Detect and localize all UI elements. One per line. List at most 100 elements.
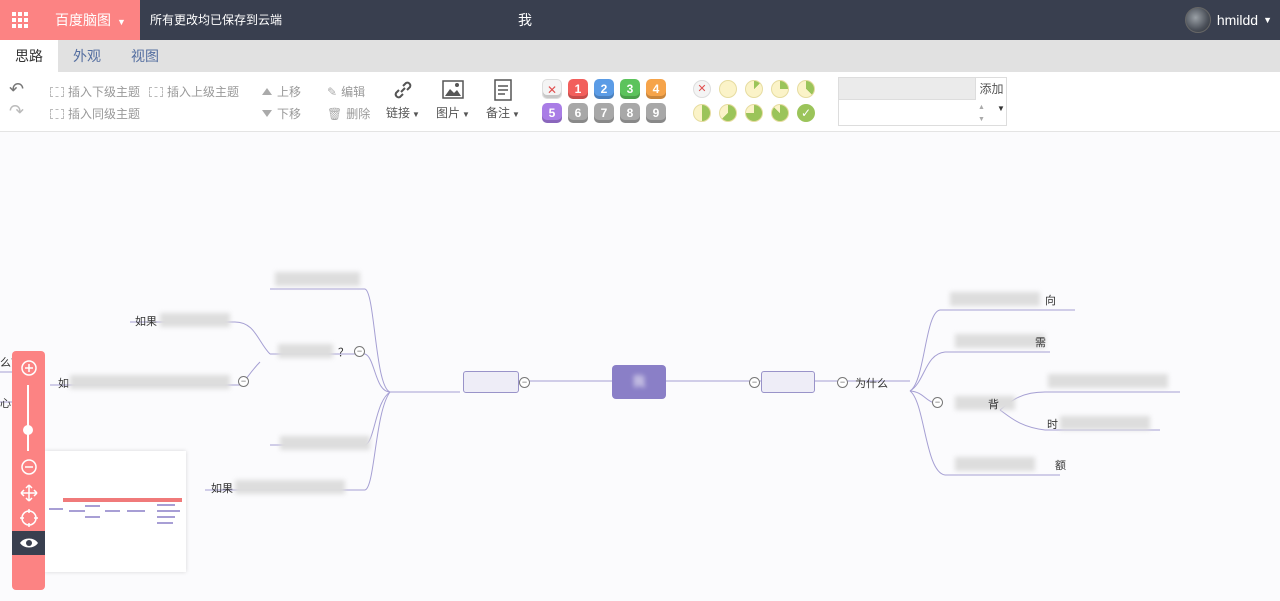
blurred-node[interactable]: [235, 480, 345, 494]
username: hmildd: [1216, 12, 1259, 28]
zoom-slider-thumb[interactable]: [23, 425, 33, 435]
node-if-2[interactable]: 如: [58, 378, 69, 390]
zoom-navigator: [12, 351, 45, 590]
insert-child-button[interactable]: 插入下级主题: [50, 83, 140, 100]
move-up-button[interactable]: 上移: [262, 83, 301, 100]
note-button[interactable]: 备注▼: [483, 78, 523, 121]
image-icon: [434, 78, 472, 102]
image-button[interactable]: 图片▼: [434, 78, 472, 121]
progress-2-icon[interactable]: [771, 80, 789, 98]
zoom-slider-track[interactable]: [27, 385, 29, 451]
save-status: 所有更改均已保存到云端: [150, 13, 283, 27]
insert-sibling-icon: [50, 108, 64, 119]
resource-list[interactable]: [839, 100, 984, 126]
progress-3-icon[interactable]: [797, 80, 815, 98]
node-background[interactable]: 背: [988, 399, 999, 411]
insert-sibling-button[interactable]: 插入同级主题: [50, 105, 140, 122]
insert-parent-icon: [149, 86, 163, 97]
edit-button[interactable]: ✎编辑: [327, 84, 366, 100]
blurred-node[interactable]: [1060, 416, 1150, 430]
collapse-toggle-icon[interactable]: −: [238, 376, 249, 387]
locate-root-button[interactable]: [12, 506, 45, 530]
blurred-node[interactable]: [160, 313, 230, 327]
root-node[interactable]: 我: [612, 365, 666, 399]
zoom-out-button[interactable]: [12, 455, 45, 479]
progress-0-icon[interactable]: [719, 80, 737, 98]
undo-icon[interactable]: ↶: [9, 79, 25, 99]
zoom-in-button[interactable]: [12, 356, 45, 380]
blurred-node[interactable]: [955, 457, 1035, 471]
resource-input[interactable]: [839, 78, 975, 100]
plus-circle-icon: [20, 360, 37, 376]
blurred-node[interactable]: [950, 292, 1040, 306]
resource-add-button[interactable]: 添加: [975, 78, 1007, 100]
caret-down-icon: ▼: [1263, 15, 1272, 25]
priority-7-button[interactable]: 7: [594, 103, 614, 123]
progress-6-icon[interactable]: [745, 104, 763, 122]
priority-1-button[interactable]: 1: [568, 79, 588, 99]
collapse-toggle-icon[interactable]: −: [749, 377, 760, 388]
tab-appearance[interactable]: 外观: [73, 48, 101, 64]
priority-8-button[interactable]: 8: [620, 103, 640, 123]
toggle-minimap-button[interactable]: [12, 531, 45, 555]
resource-scrollbar[interactable]: ▲ ▼: [978, 102, 986, 126]
node-if-1[interactable]: 如果: [135, 316, 157, 328]
node-question[interactable]: ？: [338, 347, 349, 359]
priority-3-button[interactable]: 3: [620, 79, 640, 99]
priority-9-button[interactable]: 9: [646, 103, 666, 123]
node-amount[interactable]: 额: [1055, 460, 1066, 472]
node-need[interactable]: 需: [1035, 337, 1046, 349]
collapse-toggle-icon[interactable]: −: [837, 377, 848, 388]
blurred-node[interactable]: [955, 396, 1015, 410]
node-edge-label-2[interactable]: 心: [0, 398, 11, 410]
progress-done-icon[interactable]: ✓: [797, 104, 815, 122]
apps-grid-button[interactable]: [0, 0, 40, 40]
progress-5-icon[interactable]: [719, 104, 737, 122]
blurred-node[interactable]: [1048, 374, 1168, 388]
move-down-button[interactable]: 下移: [262, 105, 301, 122]
caret-down-icon: ▼: [512, 110, 520, 119]
resource-dropdown-icon[interactable]: ▼: [997, 104, 1005, 113]
collapse-toggle-icon[interactable]: −: [519, 377, 530, 388]
priority-5-button[interactable]: 5: [542, 103, 562, 123]
caret-down-icon: ▼: [412, 110, 420, 119]
blurred-node[interactable]: [955, 334, 1045, 348]
progress-1-icon[interactable]: [745, 80, 763, 98]
left-main-node[interactable]: [463, 371, 519, 393]
app-name: 百度脑图: [55, 12, 111, 28]
priority-2-button[interactable]: 2: [594, 79, 614, 99]
node-direction[interactable]: 向: [1045, 295, 1056, 307]
minimap-preview: [49, 498, 182, 524]
redo-icon[interactable]: ↷: [9, 101, 25, 121]
scroll-up-icon: ▲: [978, 104, 985, 111]
priority-clear-button[interactable]: ✕: [542, 79, 562, 99]
mindmap-canvas[interactable]: 我 − − − − − − 为什么 向 需 背 时 额 ？ 如果 如 如果 么？…: [0, 132, 1280, 601]
priority-4-button[interactable]: 4: [646, 79, 666, 99]
tab-view[interactable]: 视图: [131, 48, 159, 64]
branch-node-why[interactable]: 为什么: [855, 378, 888, 390]
document-title[interactable]: 我: [518, 12, 532, 28]
grid-icon: [12, 12, 28, 28]
blurred-node[interactable]: [70, 375, 230, 389]
blurred-node[interactable]: [280, 436, 370, 450]
progress-7-icon[interactable]: [771, 104, 789, 122]
app-menu-button[interactable]: 百度脑图▼: [40, 0, 140, 40]
minimap[interactable]: [45, 451, 186, 572]
node-time[interactable]: 时: [1047, 419, 1058, 431]
insert-parent-button[interactable]: 插入上级主题: [149, 83, 239, 100]
progress-clear-icon[interactable]: ✕: [693, 80, 711, 98]
link-button[interactable]: 链接▼: [384, 78, 422, 121]
priority-6-button[interactable]: 6: [568, 103, 588, 123]
pan-button[interactable]: [12, 481, 45, 505]
user-menu[interactable]: hmildd ▼: [1184, 6, 1272, 34]
node-if-3[interactable]: 如果: [211, 483, 233, 495]
tab-ideas[interactable]: 思路: [0, 40, 58, 72]
collapse-toggle-icon[interactable]: −: [932, 397, 943, 408]
blurred-node[interactable]: [275, 272, 360, 286]
delete-button[interactable]: 🗑删除: [327, 106, 371, 122]
right-main-node[interactable]: [761, 371, 815, 393]
collapse-toggle-icon[interactable]: −: [354, 346, 365, 357]
target-icon: [19, 509, 38, 527]
progress-4-icon[interactable]: [693, 104, 711, 122]
blurred-node[interactable]: [278, 344, 333, 358]
